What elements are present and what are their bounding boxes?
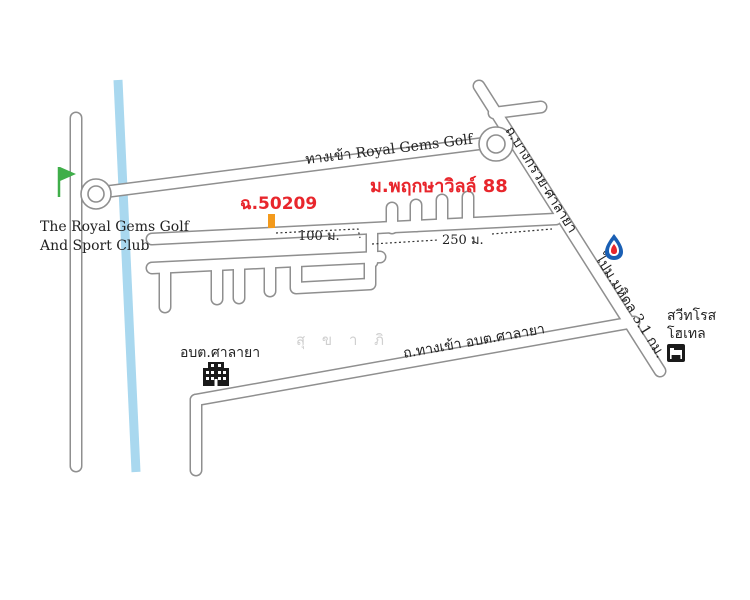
golf-flag-icon [57, 167, 76, 197]
sao-name-label: อบต.ศาลายา [180, 345, 260, 361]
village-label: ม.พฤกษาวิลล์ 88 [370, 175, 508, 197]
faint-street-label: สุ ข า ภิ [296, 331, 390, 350]
soi-label: ฉ.50209 [240, 194, 317, 214]
distance-250-guide [371, 239, 439, 245]
roundabout-right [478, 126, 514, 162]
hotel-bed-icon [667, 344, 685, 362]
hotel-label-line2: โฮเทล [667, 325, 706, 342]
ptt-gas-station-icon [605, 234, 623, 260]
to-mahidol-label: ไปม.มหิดล 3.1 กม. [591, 250, 669, 361]
distance-250-label: 250 ม. [442, 233, 484, 248]
golf-entrance-label: ทางเข้า Royal Gems Golf [305, 131, 476, 168]
golf-club-label-line1: The Royal Gems Golf [40, 219, 191, 235]
distance-100-guide [275, 228, 361, 239]
golf-club-label-line2: And Sport Club [39, 238, 149, 254]
distance-100-label: 100 ม. [298, 229, 340, 244]
distance-250-guide-right [491, 228, 553, 235]
government-building-icon [203, 362, 229, 386]
hotel-label-line1: สวีทโรส [667, 307, 717, 324]
destination-marker [268, 214, 275, 228]
canal [113, 79, 141, 473]
roundabout-left [80, 178, 112, 210]
